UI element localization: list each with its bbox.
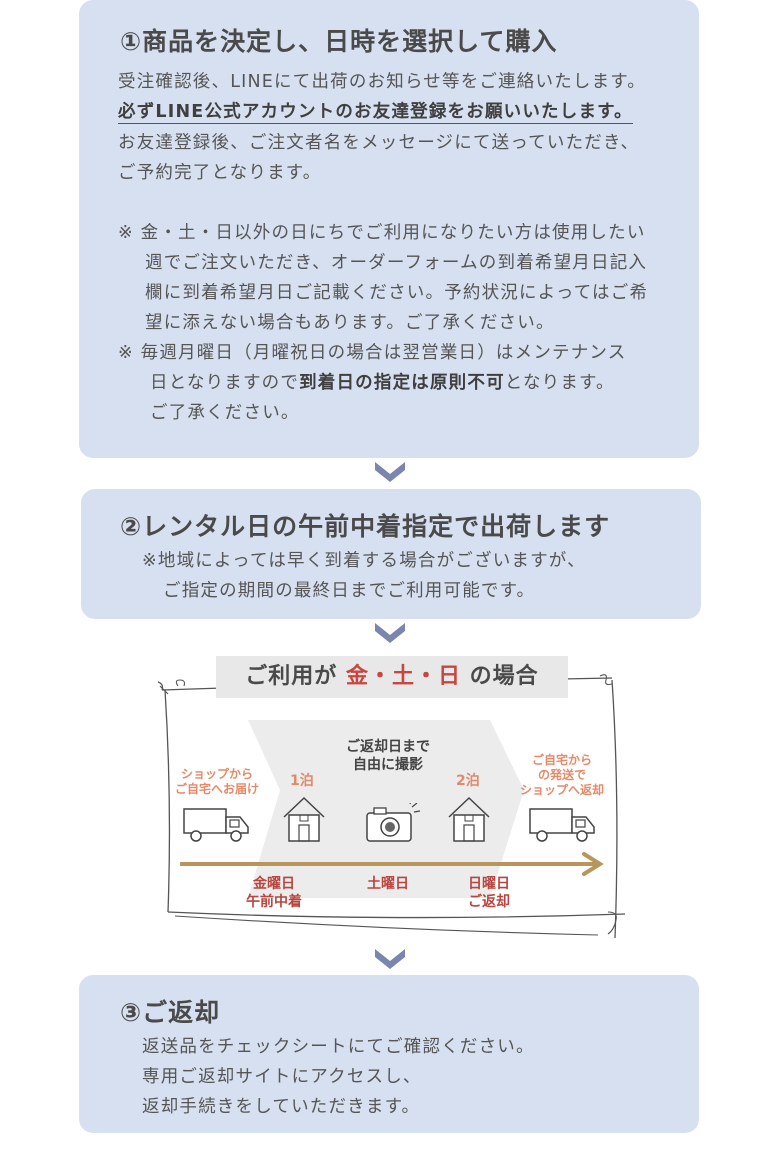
step2-text-2: ご指定の期間の最終日までご利用可能です。: [163, 581, 536, 601]
truck-icon: [529, 808, 595, 842]
house-icon: [448, 796, 490, 842]
night2-label: 2泊: [456, 773, 480, 789]
step1-text-3: お友達登録後、ご注文者名をメッセージにて送っていただき、: [118, 133, 640, 153]
ship-label: ショップからご自宅へお届け: [174, 767, 259, 796]
camera-icon: [366, 803, 420, 842]
step1-panel: ①商品を決定し、日時を選択して購入 受注確認後、LINEにて出荷のお知らせ等をご…: [79, 0, 699, 458]
free-shoot-label: ご返却日まで自由に撮影: [346, 739, 430, 773]
chevron-down-icon: [375, 623, 405, 643]
note1-line3: 欄に到着希望月日ご記載ください。予約状況によってはご希: [145, 283, 649, 303]
friday-label: 金曜日午前中着: [246, 876, 302, 910]
chevron-down-icon: [375, 949, 405, 969]
note1-line4: 望に添えない場合もあります。ご了承ください。: [145, 313, 555, 333]
note2-bold: 到着日の指定は原則不可: [299, 373, 505, 393]
step3-text-2: 専用ご返却サイトにアクセスし、: [142, 1067, 422, 1087]
chevron-down-icon: [375, 462, 405, 482]
step2-title: ②レンタル日の午前中着指定で出荷します: [120, 512, 611, 541]
house-icon: [283, 796, 325, 842]
truck-icon: [183, 808, 249, 842]
line-notice: 必ずLINE公式アカウントのお友達登録をお願いいたします。: [118, 102, 633, 124]
night1-label: 1泊: [290, 773, 314, 789]
note2-line3: ご了承ください。: [150, 403, 300, 423]
step2-text-1: ※地域によっては早く到着する場合がございますが、: [142, 551, 586, 571]
step2-panel: ②レンタル日の午前中着指定で出荷します ※地域によっては早く到着する場合がござい…: [81, 489, 701, 619]
calendar-title-bg: [216, 656, 568, 698]
sunday-label: 日曜日ご返却: [468, 876, 510, 910]
step3-panel: ③ご返却 返送品をチェックシートにてご確認ください。 専用ご返却サイトにアクセス…: [79, 975, 699, 1133]
step1-text-4: ご予約完了となります。: [118, 163, 322, 183]
calendar-title: ご利用が 金・土・日 の場合: [245, 664, 539, 689]
note2-line1: ※ 毎週月曜日（月曜祝日の場合は翌営業日）はメンテナンス: [118, 343, 627, 363]
note2-line2: 日となりますので到着日の指定は原則不可となります。: [150, 373, 615, 393]
note1-line2: 週でご注文いただき、オーダーフォームの到着希望月日記入: [145, 253, 648, 273]
note1-line1: ※ 金・土・日以外の日にちでご利用になりたい方は使用したい: [118, 223, 646, 243]
return-label: ご自宅からの発送でショップへ返却: [519, 753, 604, 797]
step1-text-2: 必ずLINE公式アカウントのお友達登録をお願いいたします。: [118, 98, 633, 124]
step1-title: ①商品を決定し、日時を選択して購入: [120, 27, 558, 56]
step3-text-1: 返送品をチェックシートにてご確認ください。: [142, 1037, 535, 1057]
step3-title: ③ご返却: [120, 998, 221, 1027]
step1-text-1: 受注確認後、LINEにて出荷のお知らせ等をご連絡いたします。: [118, 72, 646, 92]
step3-text-3: 返却手続きをしていただきます。: [142, 1097, 421, 1117]
saturday-label: 土曜日: [367, 876, 409, 892]
